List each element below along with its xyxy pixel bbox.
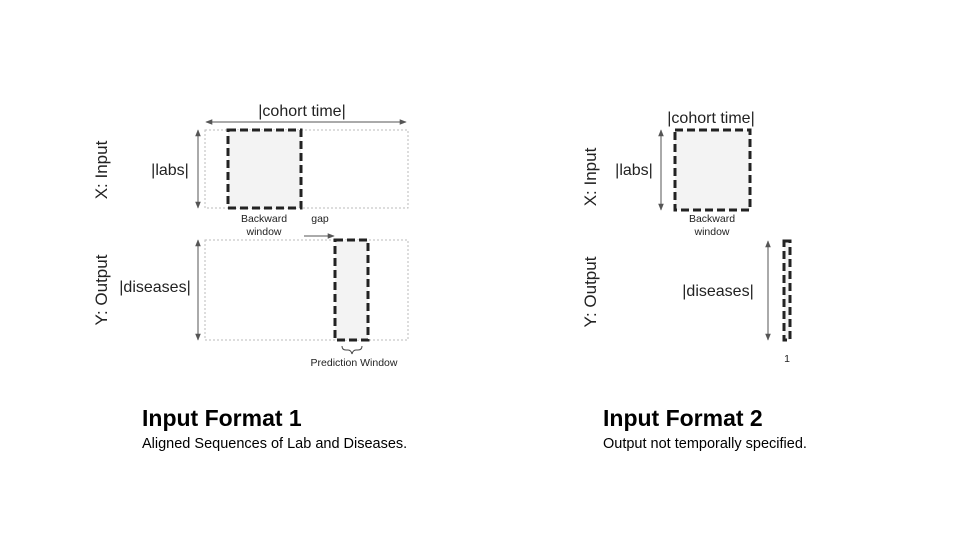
panel-format-2: X: Input Y: Output |cohort time| |labs| …: [581, 110, 792, 365]
output-region: [204, 239, 409, 341]
output-width-label: 1: [784, 353, 790, 365]
format-2-subtitle: Output not temporally specified.: [603, 436, 807, 452]
prediction-window-label: Prediction Window: [311, 357, 398, 369]
format-2-title: Input Format 2: [603, 405, 763, 431]
backward-window-2-label-2: window: [693, 226, 729, 238]
backward-window-label-2: window: [245, 226, 281, 238]
input-region: [204, 129, 409, 209]
x-input-label: X: Input: [92, 140, 111, 199]
format-1-title: Input Format 1: [142, 405, 302, 431]
backward-window-2: [673, 128, 752, 212]
format-2-caption: Input Format 2 Output not temporally spe…: [603, 404, 807, 454]
prediction-window: [333, 238, 370, 342]
y-output-label: Y: Output: [92, 254, 111, 325]
x-input-label-2: X: Input: [581, 147, 600, 206]
labs-label: |labs|: [151, 162, 189, 179]
panel-format-1: X: Input Y: Output |cohort time| |labs| …: [92, 103, 409, 369]
labs-label-2: |labs|: [615, 162, 653, 179]
diseases-label-2: |diseases|: [682, 283, 753, 300]
y-output-label-2: Y: Output: [581, 256, 600, 327]
format-1-subtitle: Aligned Sequences of Lab and Diseases.: [142, 436, 408, 452]
cohort-time-label: |cohort time|: [258, 103, 345, 120]
backward-window: [226, 128, 303, 210]
backward-window-label-1: Backward: [241, 213, 287, 225]
format-1-caption: Input Format 1 Aligned Sequences of Lab …: [142, 404, 407, 454]
diseases-label: |diseases|: [119, 279, 190, 296]
gap-label: gap: [311, 213, 329, 225]
prediction-window-brace: [341, 345, 363, 355]
backward-window-2-label-1: Backward: [689, 213, 735, 225]
output-vector: [782, 239, 792, 342]
cohort-time-label-2: |cohort time|: [667, 110, 754, 127]
